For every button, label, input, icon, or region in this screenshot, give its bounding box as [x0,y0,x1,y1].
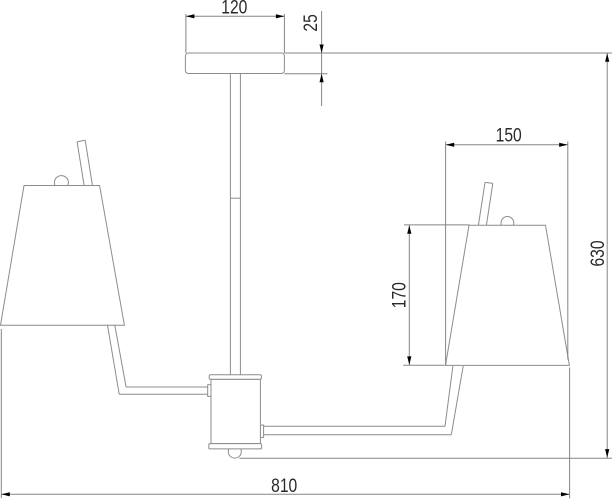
svg-text:120: 120 [221,0,247,18]
svg-text:810: 810 [271,474,297,496]
svg-text:630: 630 [586,240,608,266]
svg-text:150: 150 [496,124,522,146]
svg-text:170: 170 [388,282,410,308]
svg-text:25: 25 [299,14,321,31]
